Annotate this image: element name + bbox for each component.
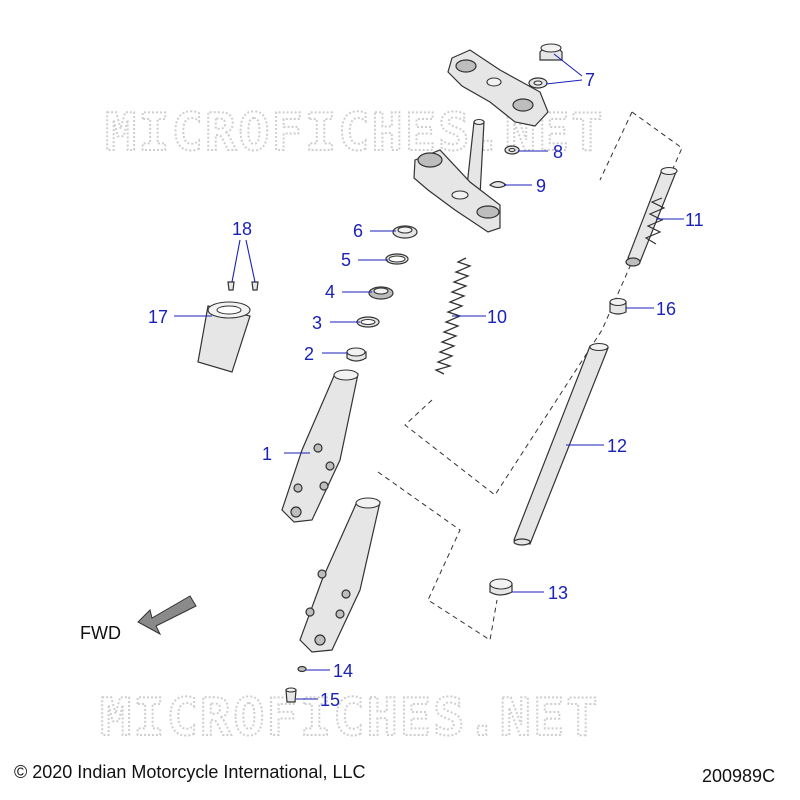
oil-seal xyxy=(368,286,394,300)
callout-9: 9 xyxy=(536,176,546,196)
callout-11: 11 xyxy=(685,210,704,230)
callout-8: 8 xyxy=(553,142,563,162)
callout-15: 15 xyxy=(320,690,340,710)
stem-clip xyxy=(488,180,508,189)
drain-screw xyxy=(297,665,307,673)
cartridge-bushing xyxy=(609,297,627,315)
fwd-arrow-icon xyxy=(137,595,197,636)
upper-triple-clamp xyxy=(447,49,549,127)
fwd-label: FWD xyxy=(80,623,121,643)
retaining-ring-lower xyxy=(356,316,380,328)
stem-washer xyxy=(504,145,520,155)
callout-17: 17 xyxy=(148,307,168,327)
retaining-ring-upper xyxy=(385,253,409,265)
callout-13: 13 xyxy=(548,583,568,603)
callout-4: 4 xyxy=(325,282,335,302)
figure-id: 200989C xyxy=(702,766,776,786)
axle-bolt xyxy=(285,687,297,703)
copyright-notice: © 2020 Indian Motorcycle International, … xyxy=(14,762,366,782)
lower-triple-clamp-stem xyxy=(413,118,501,233)
cover-screws xyxy=(227,281,259,291)
callout-18: 18 xyxy=(232,219,252,239)
top-washer xyxy=(528,77,548,89)
slide-bushing xyxy=(346,347,367,362)
callout-1: 1 xyxy=(262,444,272,464)
callout-16: 16 xyxy=(656,299,676,319)
callout-12: 12 xyxy=(607,436,627,456)
damper-cartridge xyxy=(625,166,678,267)
callout-14: 14 xyxy=(333,661,353,681)
callout-6: 6 xyxy=(353,221,363,241)
callout-labels: 1 2 3 4 5 6 7 8 9 10 11 12 13 14 15 16 1… xyxy=(148,70,704,710)
fork-tube xyxy=(513,342,609,546)
fork-slider-2 xyxy=(299,497,381,653)
watermark-bottom: MICROFICHES.NET xyxy=(100,688,600,748)
assembly-guide-lines xyxy=(377,111,683,641)
lower-bushing xyxy=(489,578,513,596)
callout-3: 3 xyxy=(312,313,322,333)
leader-lines xyxy=(174,53,684,700)
callout-10: 10 xyxy=(487,307,507,327)
callout-7: 7 xyxy=(585,70,595,90)
callout-2: 2 xyxy=(304,344,314,364)
fork-slider-1 xyxy=(281,369,359,523)
fork-cover xyxy=(197,301,251,373)
dust-seal xyxy=(392,225,418,239)
callout-5: 5 xyxy=(341,250,351,270)
